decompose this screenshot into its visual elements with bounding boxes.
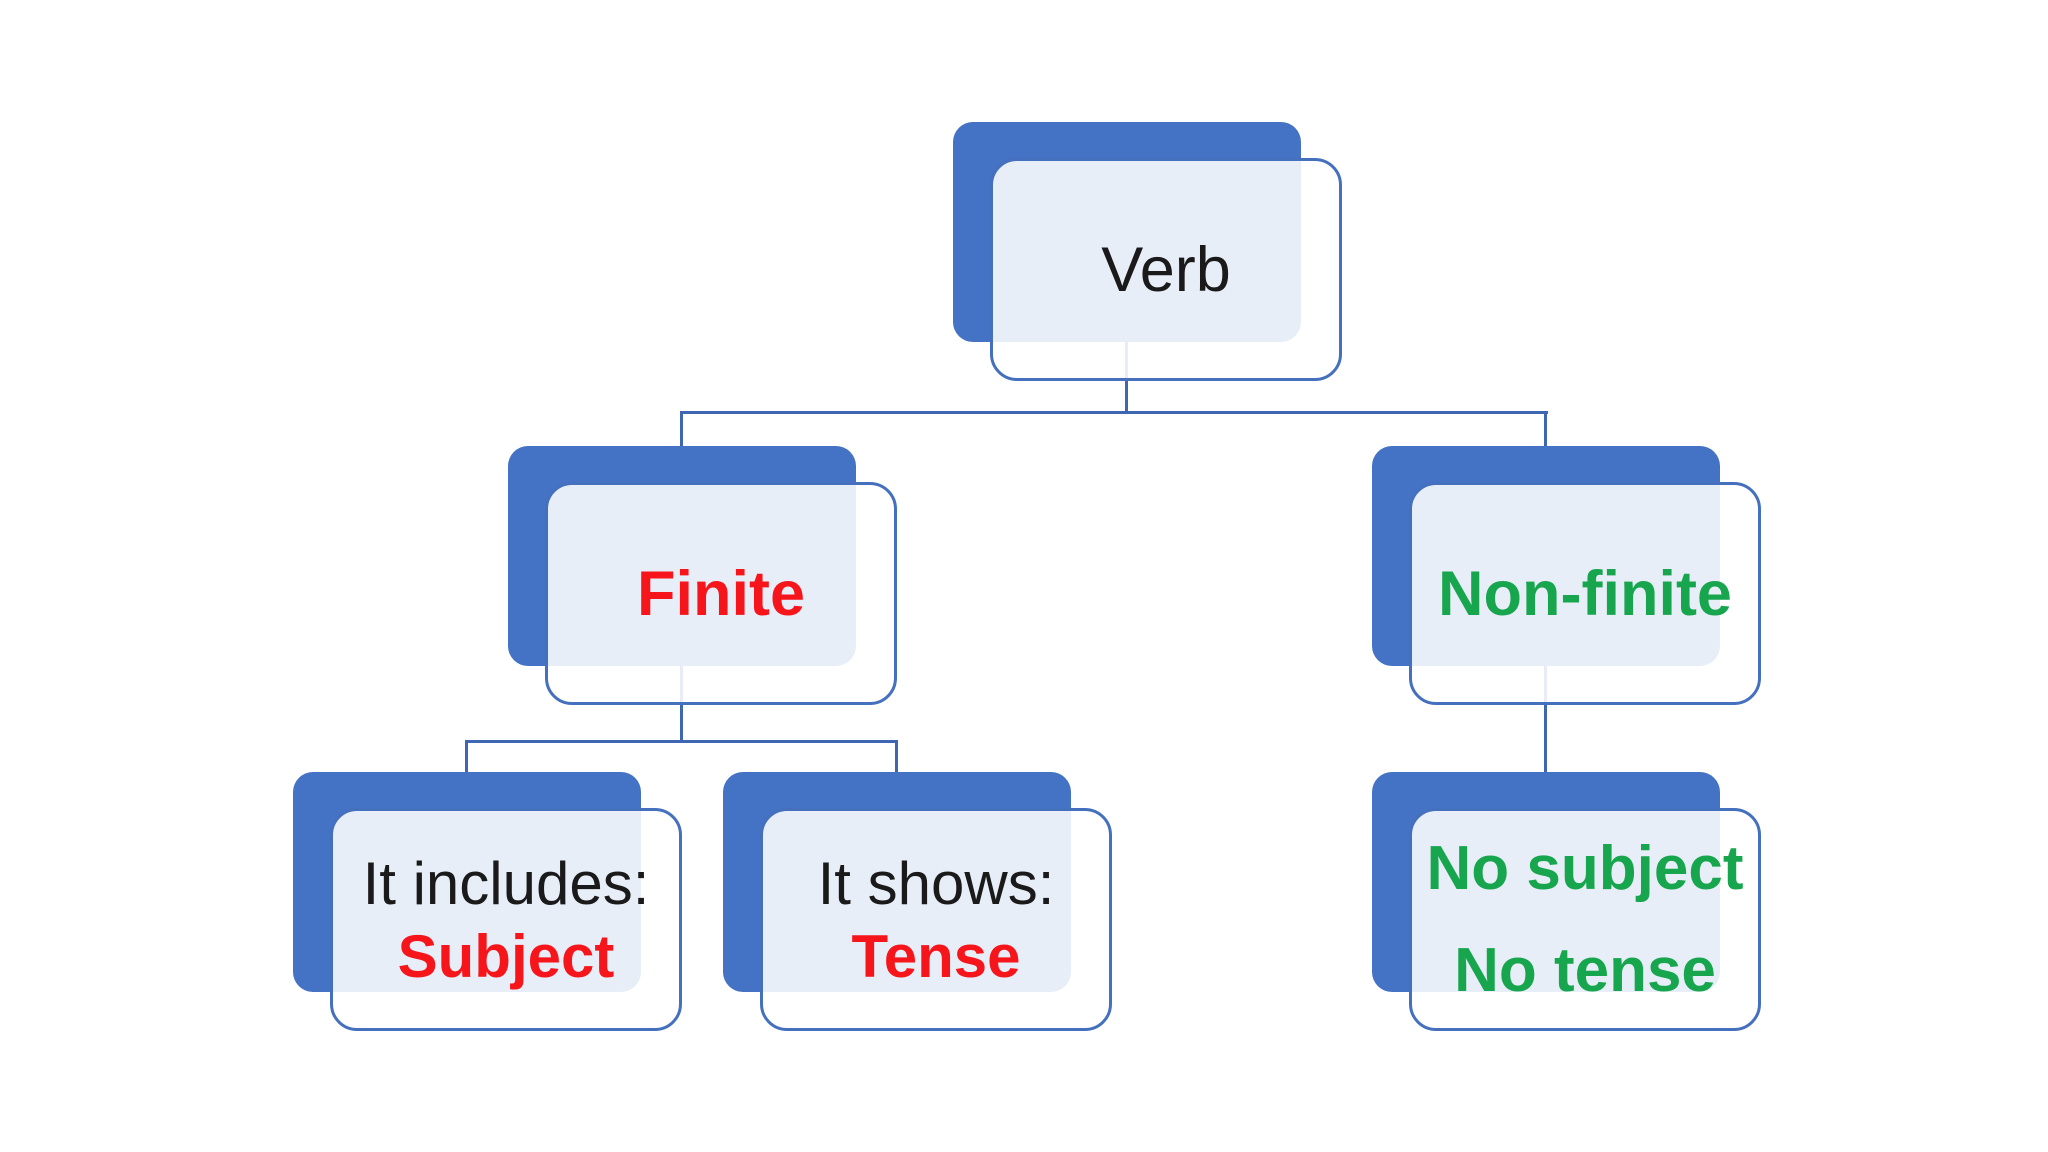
nosubject-node-card: No subject No tense [1409, 808, 1761, 1031]
shows-label: It shows: [817, 849, 1055, 917]
shows-tense-label: Tense [851, 922, 1021, 990]
verb-node-card: Verb [990, 158, 1342, 381]
includes-subject-label: Subject [397, 922, 615, 990]
shows-node-card: It shows: Tense [760, 808, 1112, 1031]
finite-label: Finite [637, 558, 805, 629]
connector-nonfinite-nosubject [1544, 662, 1547, 802]
includes-label: It includes: [362, 849, 650, 917]
connector-verb-branch-bar [680, 411, 1548, 414]
finite-node-card: Finite [545, 482, 897, 705]
includes-node-card: It includes: Subject [330, 808, 682, 1031]
connector-drop-shows [895, 740, 898, 800]
verb-label: Verb [1101, 234, 1231, 305]
nonfinite-label: Non-finite [1438, 558, 1732, 629]
connector-drop-includes [465, 740, 468, 800]
notense-label: No tense [1454, 935, 1716, 1005]
connector-finite-branch-bar [465, 740, 898, 743]
nosubject-label: No subject [1426, 833, 1744, 903]
nonfinite-node-card: Non-finite [1409, 482, 1761, 705]
